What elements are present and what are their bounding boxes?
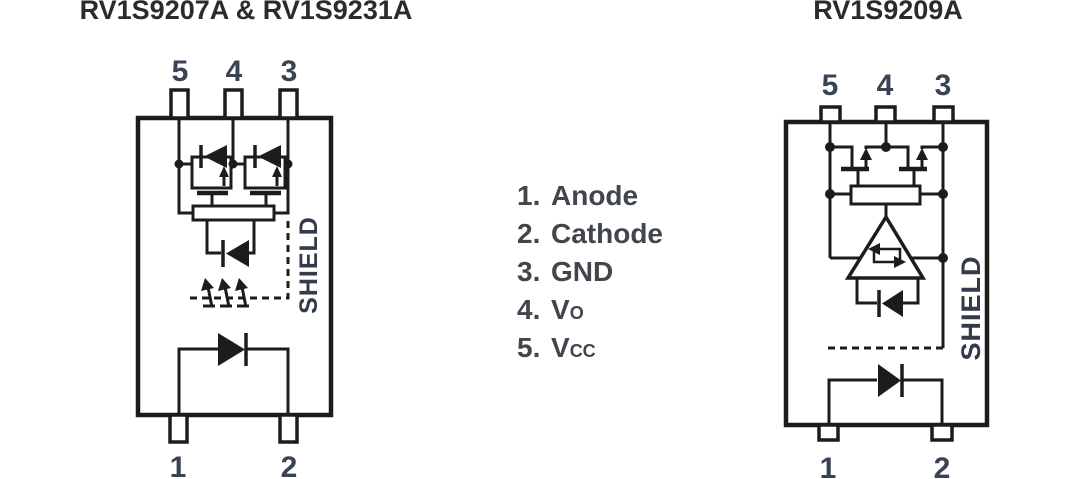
right-diagram-title: RV1S9209A (813, 0, 963, 25)
lead-pin-4 (874, 105, 897, 124)
legend-pin-number: 5. (517, 332, 541, 363)
legend-item-vo: 4. VO (517, 291, 663, 329)
legend-item-cathode: 2. Cathode (517, 215, 663, 253)
legend-pin-label: VO (551, 294, 584, 325)
pin-number-4: 4 (877, 69, 894, 102)
right-output-transistors (841, 148, 928, 172)
amplifier (844, 213, 927, 280)
legend-item-anode: 1. Anode (517, 177, 663, 215)
legend-pin-number: 3. (517, 256, 541, 287)
lead-pin-1 (168, 413, 189, 444)
left-control-circuit-box (191, 204, 276, 222)
lead-pin-2 (278, 413, 299, 444)
left-diagram: 5 4 3 1 2 SHIELD (135, 55, 334, 479)
left-mosfet-pair (190, 145, 287, 206)
right-diagram: 5 4 3 1 2 SHIELD (783, 69, 990, 479)
lead-pin-2 (930, 423, 954, 442)
lead-pin-3 (278, 88, 299, 120)
left-photodiode (221, 240, 249, 267)
left-package-leads (168, 88, 299, 444)
legend-pin-number: 1. (517, 180, 541, 211)
right-control-circuit-box (849, 184, 922, 206)
hysteresis-symbol (868, 243, 906, 268)
legend-pin-label: VCC (551, 332, 596, 363)
lead-pin-5 (819, 105, 842, 124)
pin-number-1: 1 (170, 451, 187, 479)
lead-pin-4 (223, 88, 244, 120)
right-photodiode (877, 290, 903, 317)
left-diagram-title: RV1S9207A & RV1S9231A (79, 0, 413, 25)
legend-pin-label: Cathode (551, 218, 663, 249)
legend-pin-label: Anode (551, 180, 639, 211)
left-junction-dots (174, 159, 293, 169)
legend-item-vcc: 5. VCC (517, 329, 663, 367)
left-shield-label: SHIELD (295, 216, 323, 314)
legend-pin-number: 2. (517, 218, 541, 249)
pin-number-5: 5 (172, 55, 189, 88)
right-package-leads (817, 105, 955, 442)
pin-legend: 1. Anode 2. Cathode 3. GND 4. VO 5. VCC (517, 177, 663, 367)
right-junction-dots (825, 142, 948, 263)
pin-number-5: 5 (822, 69, 839, 102)
right-pin-numbers: 5 4 3 1 2 (820, 69, 952, 479)
pin-number-2: 2 (281, 451, 298, 479)
right-input-led (878, 364, 904, 397)
pin-number-4: 4 (226, 55, 243, 88)
legend-item-gnd: 3. GND (517, 253, 663, 291)
left-pin-numbers: 5 4 3 1 2 (170, 55, 298, 479)
lead-pin-5 (169, 88, 190, 120)
lead-pin-1 (817, 423, 840, 442)
legend-pin-number: 4. (517, 294, 541, 325)
pin-number-3: 3 (935, 69, 952, 102)
body-diode-right (253, 145, 281, 168)
legend-pin-label: GND (551, 256, 614, 287)
right-shield-label: SHIELD (956, 255, 986, 360)
light-arrows (201, 278, 249, 308)
body-diode-left (199, 145, 227, 168)
left-input-led (218, 333, 248, 366)
left-shield-line (188, 221, 290, 300)
pin-number-3: 3 (281, 55, 298, 88)
lead-pin-3 (932, 105, 955, 124)
pin-number-1: 1 (820, 452, 837, 479)
pin-number-2: 2 (934, 452, 951, 479)
